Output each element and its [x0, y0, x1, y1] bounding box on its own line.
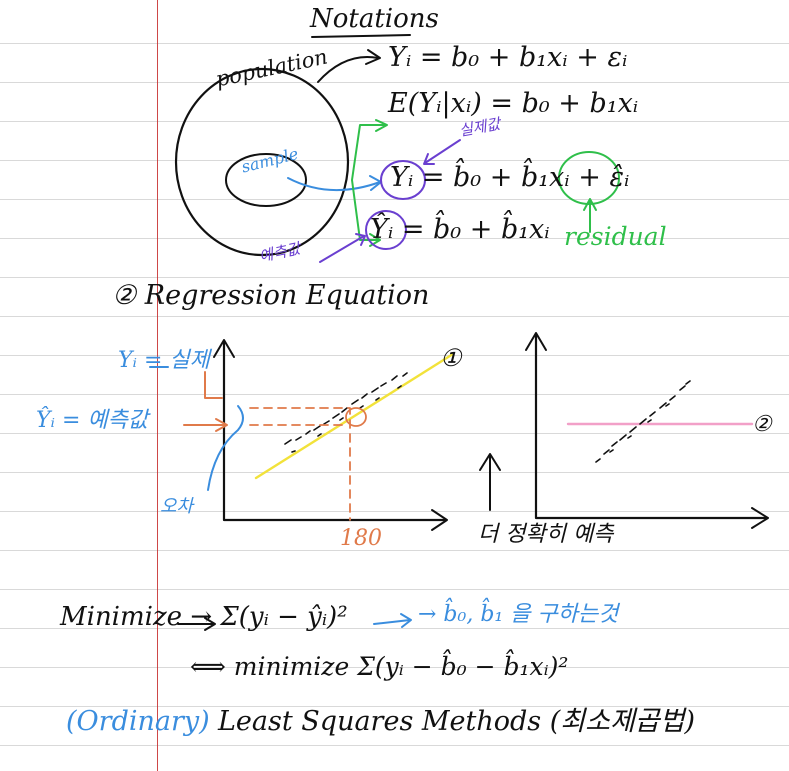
x-tick-180: 180 [340, 526, 382, 551]
yi-actual-label: Yᵢ = 실제 [118, 348, 210, 373]
arrow-sample-to-fitted [287, 177, 381, 191]
scatter-points-left [284, 372, 408, 453]
population-ellipse [174, 67, 350, 257]
point-highlight [345, 407, 367, 427]
error-label: 오차 [160, 496, 194, 517]
more-accurate-caption: 더 정확히 예측 [478, 522, 614, 547]
ordinary-prefix: (Ordinary) [66, 706, 210, 737]
scatter-points-right [595, 380, 691, 463]
least-squares-method: Least Squares Methods (최소제곱법) [218, 706, 695, 737]
right-graph-axes [534, 334, 767, 520]
regression-line [254, 352, 455, 480]
minimize-note: → b̂₀, b̂₁ 을 구하는것 [418, 602, 619, 627]
arrow-population-to-model [317, 56, 379, 83]
equivalent-objective: ⟺ minimize Σ(yᵢ − b̂₀ − b̂₁xᵢ)² [190, 652, 569, 681]
error-brace [207, 405, 244, 491]
section-heading: ② Regression Equation [112, 280, 430, 311]
green-bracket [351, 124, 386, 241]
minimize-objective: Minimize → Σ(yᵢ − ŷᵢ)² [60, 602, 348, 632]
line-marker-2: ② [752, 412, 772, 437]
margin-line [157, 0, 158, 771]
equation-prediction: Ŷᵢ = b̂₀ + b̂₁xᵢ [370, 214, 550, 245]
title-underline [311, 34, 411, 38]
arrow-predicted-label [319, 235, 365, 263]
actual-circle [380, 160, 426, 200]
line-marker-1: ① [440, 344, 462, 372]
left-graph-axes [222, 341, 447, 522]
arrow-yi [204, 371, 223, 399]
note-arrow [373, 619, 411, 625]
yhat-predicted-label: Ŷᵢ = 예측값 [36, 408, 149, 433]
equation-fitted-observed: Yᵢ = b̂₀ + b̂₁xᵢ + ε̂ᵢ [390, 162, 630, 193]
page-title: Notations [310, 4, 439, 34]
equation-expectation: E(Yᵢ|xᵢ) = b₀ + b₁xᵢ [388, 88, 639, 119]
sample-ellipse [225, 153, 307, 207]
predicted-circle [365, 210, 407, 250]
equation-model: Yᵢ = b₀ + b₁xᵢ + εᵢ [388, 42, 628, 73]
residual-label: residual [564, 222, 667, 251]
arrow-actual-label [424, 139, 461, 164]
orange-guides [249, 407, 351, 521]
